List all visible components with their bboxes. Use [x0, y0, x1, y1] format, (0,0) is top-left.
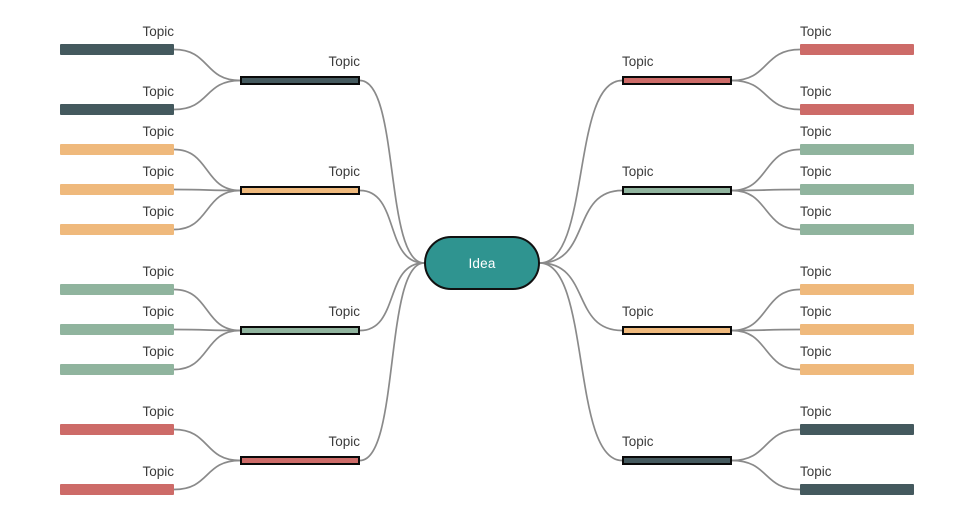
leaf-label-left-green-2: Topic	[142, 304, 174, 319]
leaf-label-left-green-3: Topic	[142, 344, 174, 359]
leaf-label-left-red-1: Topic	[142, 404, 174, 419]
branch-label-left-red: Topic	[328, 434, 360, 449]
branch-label-right-orange: Topic	[622, 304, 654, 319]
leaf-node-left-slate-2[interactable]	[60, 104, 174, 115]
leaf-node-right-red-1[interactable]	[800, 44, 914, 55]
leaf-label-left-orange-2: Topic	[142, 164, 174, 179]
connector-edge	[173, 79, 241, 111]
branch-node-left-green[interactable]	[240, 326, 360, 335]
leaf-node-left-slate-1[interactable]	[60, 44, 174, 55]
branch-node-right-orange[interactable]	[622, 326, 732, 335]
leaf-node-left-orange-3[interactable]	[60, 224, 174, 235]
connector-edge	[731, 428, 801, 462]
connector-edge	[173, 188, 241, 192]
leaf-label-right-red-2: Topic	[800, 84, 832, 99]
branch-label-right-red: Topic	[622, 54, 654, 69]
connector-edge	[731, 328, 801, 332]
branch-label-right-slate: Topic	[622, 434, 654, 449]
leaf-node-right-orange-2[interactable]	[800, 324, 914, 335]
leaf-label-left-orange-3: Topic	[142, 204, 174, 219]
leaf-node-right-green-3[interactable]	[800, 224, 914, 235]
connector-edge	[539, 189, 623, 264]
leaf-label-right-green-1: Topic	[800, 124, 832, 139]
leaf-node-right-orange-1[interactable]	[800, 284, 914, 295]
branch-node-right-green[interactable]	[622, 186, 732, 195]
connector-edge	[173, 428, 241, 462]
leaf-node-left-green-2[interactable]	[60, 324, 174, 335]
connector-edge	[359, 262, 425, 462]
connector-edge	[539, 262, 623, 332]
connector-edge	[731, 189, 801, 231]
leaf-node-right-green-2[interactable]	[800, 184, 914, 195]
leaf-label-left-slate-2: Topic	[142, 84, 174, 99]
connector-edge	[173, 148, 241, 192]
leaf-node-left-red-2[interactable]	[60, 484, 174, 495]
leaf-label-right-orange-2: Topic	[800, 304, 832, 319]
leaf-label-left-green-1: Topic	[142, 264, 174, 279]
leaf-label-right-red-1: Topic	[800, 24, 832, 39]
branch-node-left-red[interactable]	[240, 456, 360, 465]
leaf-node-right-green-1[interactable]	[800, 144, 914, 155]
connector-edge	[539, 79, 623, 264]
connector-edge	[731, 148, 801, 192]
leaf-node-left-green-3[interactable]	[60, 364, 174, 375]
connector-edge	[173, 329, 241, 371]
branch-node-right-slate[interactable]	[622, 456, 732, 465]
branch-label-left-orange: Topic	[328, 164, 360, 179]
branch-label-left-green: Topic	[328, 304, 360, 319]
connector-edge	[731, 329, 801, 371]
leaf-node-right-slate-1[interactable]	[800, 424, 914, 435]
leaf-label-right-slate-1: Topic	[800, 404, 832, 419]
connector-edge	[173, 48, 241, 82]
connector-edge	[731, 79, 801, 111]
branch-node-left-orange[interactable]	[240, 186, 360, 195]
connector-edge	[731, 459, 801, 491]
leaf-label-right-green-3: Topic	[800, 204, 832, 219]
leaf-node-left-orange-2[interactable]	[60, 184, 174, 195]
leaf-node-right-slate-2[interactable]	[800, 484, 914, 495]
leaf-node-right-red-2[interactable]	[800, 104, 914, 115]
branch-node-right-red[interactable]	[622, 76, 732, 85]
leaf-node-right-orange-3[interactable]	[800, 364, 914, 375]
connector-edge	[173, 189, 241, 231]
connector-edge	[173, 328, 241, 332]
branch-label-right-green: Topic	[622, 164, 654, 179]
leaf-node-left-green-1[interactable]	[60, 284, 174, 295]
leaf-node-left-red-1[interactable]	[60, 424, 174, 435]
connector-edge	[539, 262, 623, 462]
connector-edge	[359, 189, 425, 264]
leaf-label-left-slate-1: Topic	[142, 24, 174, 39]
branch-label-left-slate: Topic	[328, 54, 360, 69]
leaf-label-left-orange-1: Topic	[142, 124, 174, 139]
connector-edge	[731, 288, 801, 332]
leaf-label-right-slate-2: Topic	[800, 464, 832, 479]
connector-edge	[731, 188, 801, 192]
connector-edge	[359, 262, 425, 332]
leaf-node-left-orange-1[interactable]	[60, 144, 174, 155]
central-idea-node[interactable]: Idea	[424, 236, 540, 290]
leaf-label-left-red-2: Topic	[142, 464, 174, 479]
leaf-label-right-green-2: Topic	[800, 164, 832, 179]
connector-edge	[173, 288, 241, 332]
leaf-label-right-orange-1: Topic	[800, 264, 832, 279]
connector-edge	[173, 459, 241, 491]
branch-node-left-slate[interactable]	[240, 76, 360, 85]
leaf-label-right-orange-3: Topic	[800, 344, 832, 359]
connector-edge	[359, 79, 425, 264]
connector-edge	[731, 48, 801, 82]
central-idea-label: Idea	[468, 255, 496, 271]
